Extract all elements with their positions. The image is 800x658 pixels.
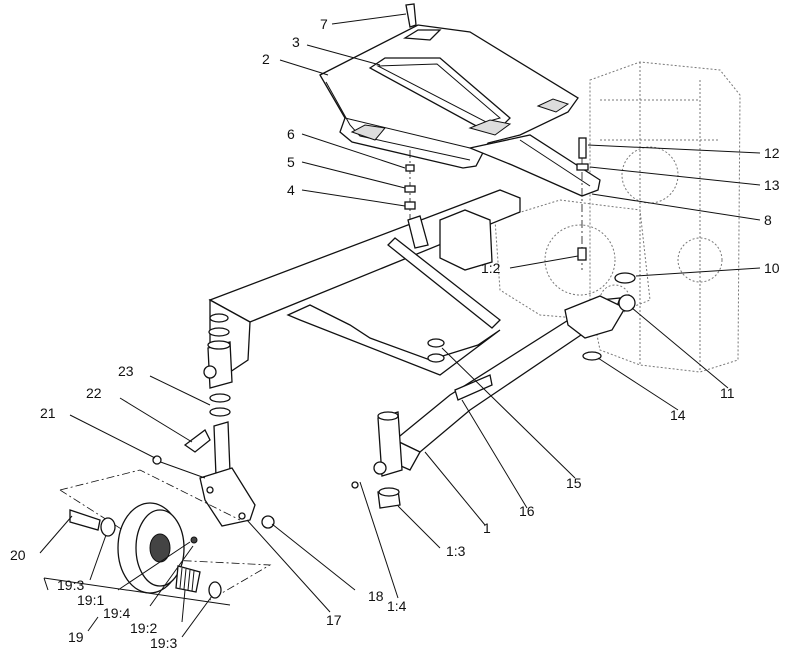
callout-1: 1	[483, 520, 491, 536]
callout-8: 8	[764, 212, 772, 228]
callout-23: 23	[118, 363, 134, 379]
leader-lines	[39, 13, 761, 638]
callout-13: 13	[764, 177, 780, 193]
callout-2: 2	[262, 51, 270, 67]
callout-1-4: 1:4	[387, 598, 407, 614]
callout-6: 6	[287, 126, 295, 142]
callout-17: 17	[326, 612, 342, 628]
hardware-stack-right	[576, 137, 589, 270]
callout-7: 7	[320, 16, 328, 32]
right-hardware	[351, 272, 636, 509]
callout-1-2: 1:2	[481, 260, 501, 276]
callout-16: 16	[519, 503, 535, 519]
callout-4: 4	[287, 182, 295, 198]
callout-11: 11	[720, 385, 735, 401]
callout-10: 10	[764, 260, 780, 276]
caster-wheel	[43, 469, 272, 606]
callout-22: 22	[86, 385, 102, 401]
callout-19: 19	[68, 629, 84, 645]
callout-19-2: 19:2	[130, 620, 157, 636]
callout-19-4: 19:4	[103, 605, 130, 621]
callout-19-3b: 19:3	[150, 635, 177, 651]
seat-platform	[319, 3, 579, 169]
caster-fork	[152, 421, 275, 529]
callout-12: 12	[764, 145, 780, 161]
callout-labels: 7 3 2 6 5 4 12 13 8 10 1:2 11 14 15 16 2…	[10, 16, 780, 651]
callout-15: 15	[566, 475, 582, 491]
front-frame	[208, 189, 626, 477]
callout-21: 21	[40, 405, 56, 421]
callout-3: 3	[292, 34, 300, 50]
callout-19-3a: 19:3	[57, 577, 84, 593]
left-pivot-assembly	[203, 313, 233, 417]
callout-14: 14	[670, 407, 686, 423]
seat-rail	[467, 134, 601, 197]
callout-1-3: 1:3	[446, 543, 466, 559]
callout-18: 18	[368, 588, 384, 604]
callout-20: 20	[10, 547, 26, 563]
callout-19-1: 19:1	[77, 592, 104, 608]
callout-5: 5	[287, 154, 295, 170]
